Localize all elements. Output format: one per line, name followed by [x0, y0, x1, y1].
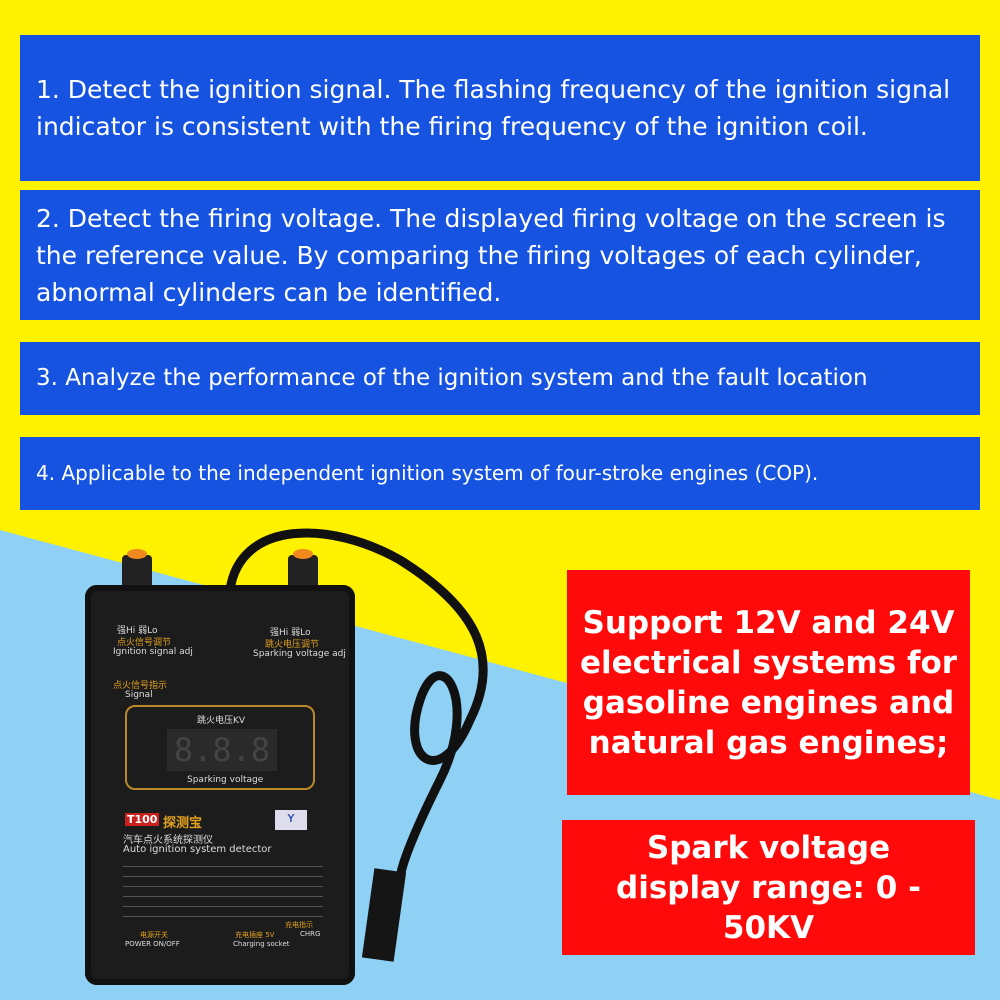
signal-label: Signal [125, 690, 153, 700]
spark-adj-label: Sparking voltage adj [253, 649, 346, 659]
hi-lo-label: 强Hi 弱Lo [117, 626, 158, 636]
spark-adj-cn: 跳火电压调节 [265, 640, 320, 650]
instructions-text [123, 860, 323, 920]
seven-segment-digits: 8.8.8 [167, 729, 277, 771]
chrg-label: CHRG [300, 930, 321, 938]
brand-name: 探测宝 [163, 816, 203, 831]
ignition-adj-label: Ignition signal adj [113, 647, 193, 657]
feature-text: 4. Applicable to the independent ignitio… [36, 461, 819, 485]
product-label: Auto ignition system detector [123, 844, 272, 855]
product-cn: 汽车点火系统探测仪 [123, 835, 213, 846]
callout-display-range: Spark voltage display range: 0 - 50KV [562, 820, 975, 955]
feature-box-3: 3. Analyze the performance of the igniti… [20, 342, 980, 415]
callout-text: Spark voltage display range: 0 - 50KV [616, 829, 921, 946]
signal-cn: 点火信号指示 [113, 681, 168, 691]
screen-label: Sparking voltage [187, 775, 264, 785]
feature-box-4: 4. Applicable to the independent ignitio… [20, 437, 980, 510]
voltage-display: 跳火电压KV 8.8.8 Sparking voltage [125, 705, 315, 790]
feature-text: 1. Detect the ignition signal. The flash… [36, 75, 951, 141]
chrg-cn: 充电指示 [285, 921, 313, 929]
feature-text: 2. Detect the firing voltage. The displa… [36, 203, 946, 307]
hi-lo-label: 强Hi 弱Lo [270, 628, 311, 638]
screen-title: 跳火电压KV [197, 716, 246, 726]
ignition-detector-device: 强Hi 弱Lo 点火信号调节 Ignition signal adj 强Hi 弱… [85, 585, 355, 985]
power-switch-label: POWER ON/OFF [125, 940, 180, 948]
feature-box-1: 1. Detect the ignition signal. The flash… [20, 35, 980, 181]
charge-cn: 充电插座 5V [235, 931, 275, 939]
callout-text: Support 12V and 24V electrical systems f… [579, 604, 958, 761]
power-cn: 电源开关 [140, 931, 168, 939]
callout-voltage-support: Support 12V and 24V electrical systems f… [567, 570, 970, 795]
model-badge: T100 [125, 813, 160, 826]
feature-text: 3. Analyze the performance of the igniti… [36, 365, 868, 391]
ignition-adj-cn: 点火信号调节 [117, 638, 172, 648]
feature-box-2: 2. Detect the firing voltage. The displa… [20, 190, 980, 320]
charging-socket-label: Charging socket [233, 940, 290, 948]
logo-icon: ʏ [275, 810, 307, 830]
